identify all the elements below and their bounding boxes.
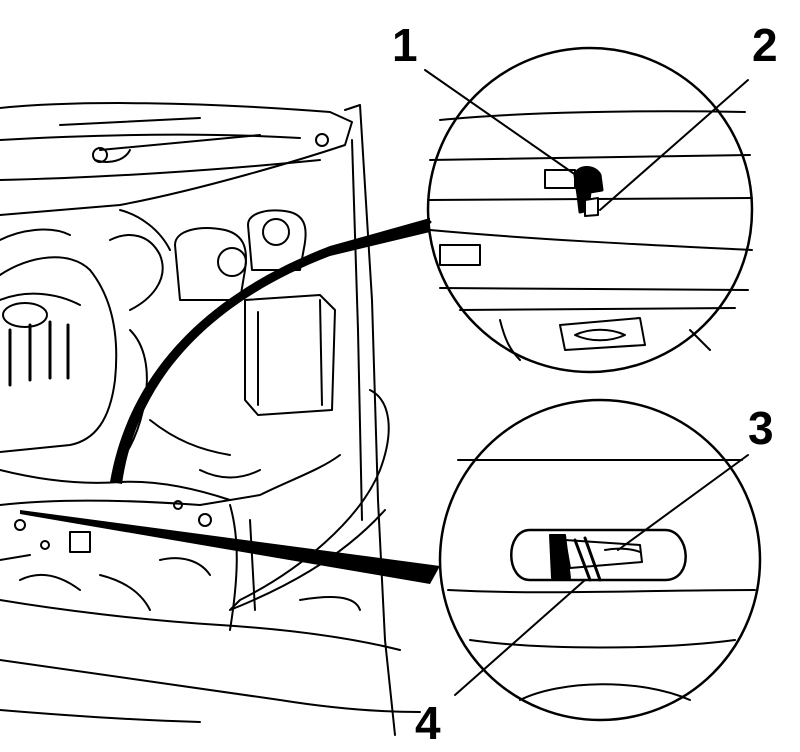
cowl-panel xyxy=(0,102,353,216)
front-crossmember xyxy=(0,454,341,506)
headlamp xyxy=(229,389,390,611)
engine-bay-illustration xyxy=(0,102,421,736)
detail-circle-upper xyxy=(426,46,754,374)
engine-cover xyxy=(0,256,118,453)
leader-1 xyxy=(424,69,584,181)
leader-lower-wedge xyxy=(20,510,440,584)
reservoir xyxy=(174,227,247,301)
leader-4 xyxy=(454,579,586,696)
fuse-box xyxy=(244,294,336,416)
callout-4: 4 xyxy=(415,697,441,749)
front-bumper xyxy=(0,599,421,723)
wiper-pivot xyxy=(92,147,108,163)
callout-1: 1 xyxy=(392,19,418,71)
reservoir-cap xyxy=(217,247,247,277)
release-slot xyxy=(510,528,687,582)
callout-2: 2 xyxy=(752,19,778,71)
callout-3: 3 xyxy=(748,402,774,454)
leader-3 xyxy=(617,454,749,551)
detail-circle-lower xyxy=(438,398,762,722)
wiper-arm xyxy=(59,117,261,163)
leader-upper-wedge xyxy=(110,218,430,484)
brake-fluid-tank xyxy=(247,209,307,271)
leader-2 xyxy=(599,79,749,211)
hood-edge xyxy=(344,104,396,736)
release-lever xyxy=(549,534,571,579)
cowl-line xyxy=(0,133,321,181)
